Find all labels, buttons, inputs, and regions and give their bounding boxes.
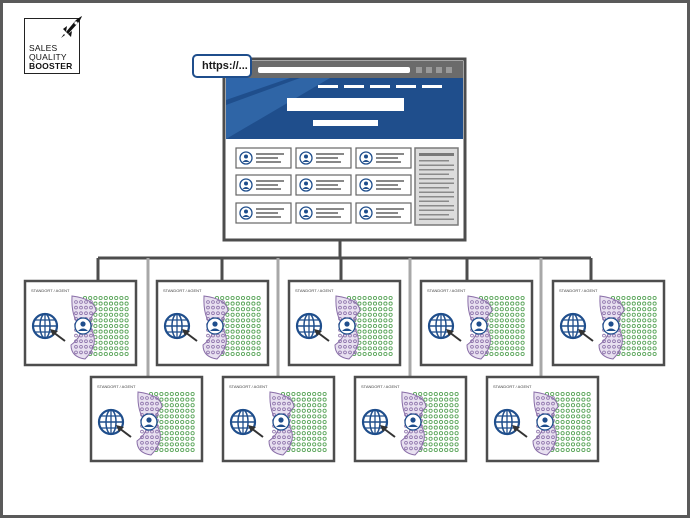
profile-card [295,147,352,169]
agent-cluster [202,295,229,360]
panel-label: STANDORT / AGENT [97,384,136,389]
agent-cluster [268,391,295,456]
panel-label: STANDORT / AGENT [427,288,466,293]
rocket-icon [61,16,82,38]
panel-label: STANDORT / AGENT [493,384,532,389]
profile-card [355,202,412,224]
agent-panel: STANDORT / AGENT [551,279,666,367]
sidebar-lines [419,160,454,220]
logo-line-1: SALES [29,43,58,53]
cursor-icon [50,329,66,342]
agent-panel: STANDORT / AGENT [23,279,138,367]
cursor-icon [380,425,396,438]
connector-lines-secondary [146,258,543,376]
panel-label: STANDORT / AGENT [229,384,268,389]
profile-card [235,202,292,224]
agent-panel: STANDORT / AGENT [221,375,336,463]
agent-panel: STANDORT / AGENT [287,279,402,367]
customer-dots [82,295,129,357]
agent-panels: STANDORT / AGENT STANDORT / AGENT STANDORT… [23,279,666,463]
profile-card [295,202,352,224]
globe-icon [31,312,59,340]
agent-cluster [70,295,97,360]
profile-card-grid [235,147,412,224]
globe-icon [229,408,257,436]
panel-label: STANDORT / AGENT [559,288,598,293]
agent-panel: STANDORT / AGENT [419,279,534,367]
agent-panel: STANDORT / AGENT [353,375,468,463]
cursor-icon [446,329,462,342]
globe-icon [163,312,191,340]
cursor-icon [314,329,330,342]
logo-line-2: QUALITY [29,52,67,62]
cursor-icon [248,425,264,438]
profile-card [355,174,412,196]
globe-icon [427,312,455,340]
customer-dots [280,391,327,453]
agent-cluster [136,391,163,456]
agent-cluster [598,295,625,360]
customer-dots [214,295,261,357]
agent-cluster [532,391,559,456]
panel-label: STANDORT / AGENT [295,288,334,293]
profile-card [295,174,352,196]
url-bar[interactable]: https://... [192,54,252,78]
agent-cluster [400,391,427,456]
url-text: https://... [202,60,248,72]
panel-label: STANDORT / AGENT [361,384,400,389]
customer-dots [412,391,459,453]
agent-cluster [466,295,493,360]
agent-panel: STANDORT / AGENT [485,375,600,463]
agent-panel: STANDORT / AGENT [89,375,204,463]
agent-panel: STANDORT / AGENT [155,279,270,367]
connector-lines [96,241,593,280]
profile-card [235,174,292,196]
globe-icon [97,408,125,436]
cursor-icon [116,425,132,438]
globe-icon [295,312,323,340]
panel-label: STANDORT / AGENT [31,288,70,293]
browser-window [222,57,467,242]
profile-card [235,147,292,169]
globe-icon [559,312,587,340]
globe-icon [361,408,389,436]
panel-label: STANDORT / AGENT [163,288,202,293]
profile-card [355,147,412,169]
cursor-icon [512,425,528,438]
agent-cluster [334,295,361,360]
cursor-icon [578,329,594,342]
logo-line-3: BOOSTER [29,61,73,71]
cursor-icon [182,329,198,342]
